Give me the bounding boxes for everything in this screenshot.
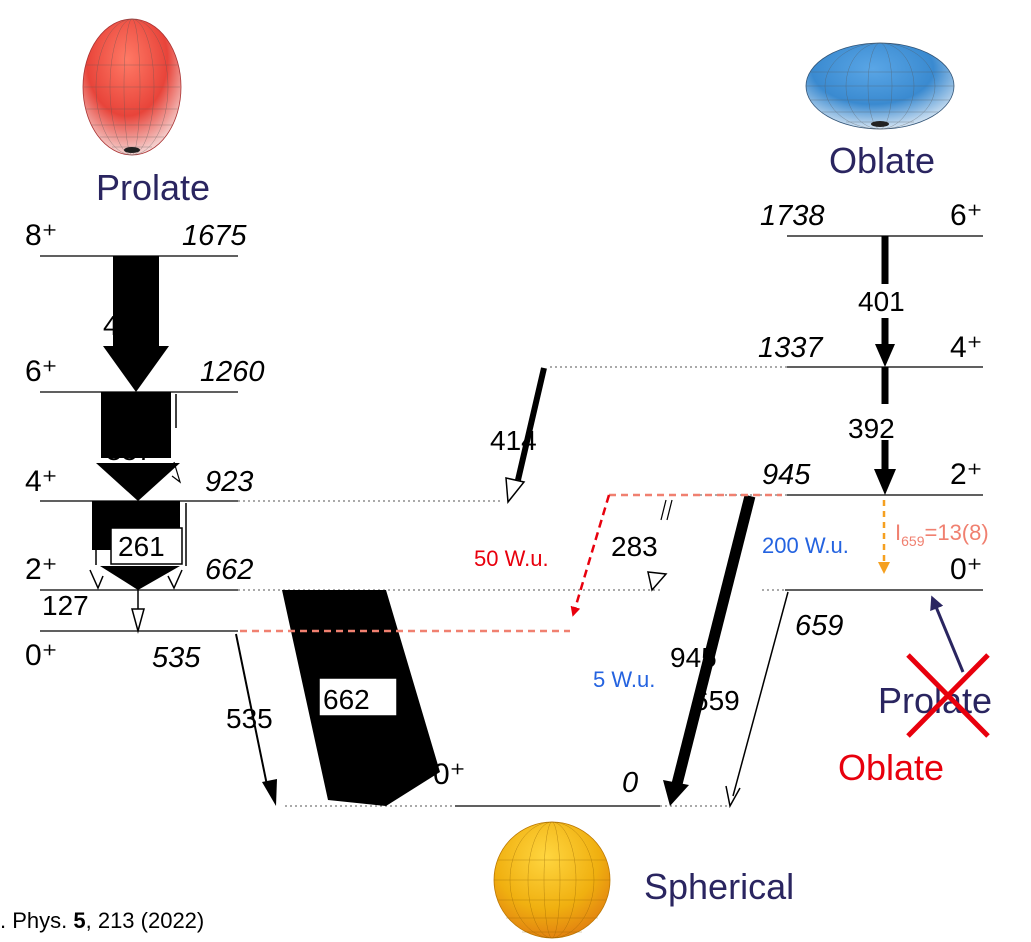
transition-label: 415	[103, 310, 150, 341]
spin-label: 4⁺	[950, 331, 983, 364]
oblate-label: Oblate	[829, 140, 935, 181]
spin-label: 6⁺	[25, 355, 58, 388]
energy-label: 535	[152, 642, 201, 674]
spin-label: 0⁺	[433, 758, 466, 791]
wu-50-annotation: 50 W.u.	[474, 546, 549, 571]
level-lines	[40, 235, 983, 807]
oblate-replacement-label: Oblate	[838, 747, 944, 788]
transition-label: 414	[490, 425, 537, 456]
transition-label: 945	[670, 642, 717, 673]
energy-label: 923	[205, 466, 253, 498]
energy-label: 0	[622, 767, 638, 799]
energy-label: 1738	[760, 200, 825, 232]
spherical-sphere-icon	[493, 821, 611, 939]
citation: . Phys. 5, 213 (2022)	[0, 908, 205, 933]
energy-label: 1675	[182, 220, 247, 252]
wu-200-annotation: 200 W.u.	[762, 533, 849, 558]
spherical-label: Spherical	[644, 866, 794, 907]
transition-label: 535	[226, 703, 273, 734]
transition-label: 337	[106, 435, 153, 466]
transition-label: 283	[611, 531, 658, 562]
energy-label: 662	[205, 554, 253, 586]
spin-label: 4⁺	[25, 465, 58, 498]
transition-label: 392	[848, 413, 895, 444]
prolate-spheroid-icon	[82, 18, 182, 156]
transition-label: 659	[693, 685, 740, 716]
annotation-arrows	[240, 493, 965, 673]
oblate-spheroid-icon	[805, 42, 955, 130]
spin-label: 2⁺	[950, 458, 983, 491]
intensity-annotation: I659=13(8)	[895, 520, 989, 549]
spin-label: 6⁺	[950, 199, 983, 232]
prolate-band-arrows	[89, 256, 673, 806]
oblate-band-arrows	[663, 236, 896, 809]
transition-label: 127	[42, 590, 89, 621]
spin-label: 2⁺	[25, 553, 58, 586]
red-cross-icon	[906, 653, 990, 738]
transition-label: 401	[858, 286, 905, 317]
transition-label: 261	[118, 531, 165, 562]
spin-label: 0⁺	[25, 639, 58, 672]
transition-label: 662	[323, 684, 370, 715]
prolate-label: Prolate	[96, 167, 210, 208]
wu-5-annotation: 5 W.u.	[593, 667, 655, 692]
energy-label: 945	[762, 459, 811, 491]
energy-label: 1337	[758, 332, 824, 364]
crossed-out-prolate-label: Prolate	[878, 680, 992, 721]
energy-label: 659	[795, 610, 843, 642]
spin-label: 0⁺	[950, 553, 983, 586]
spin-label: 8⁺	[25, 219, 58, 252]
energy-label: 1260	[200, 356, 265, 388]
